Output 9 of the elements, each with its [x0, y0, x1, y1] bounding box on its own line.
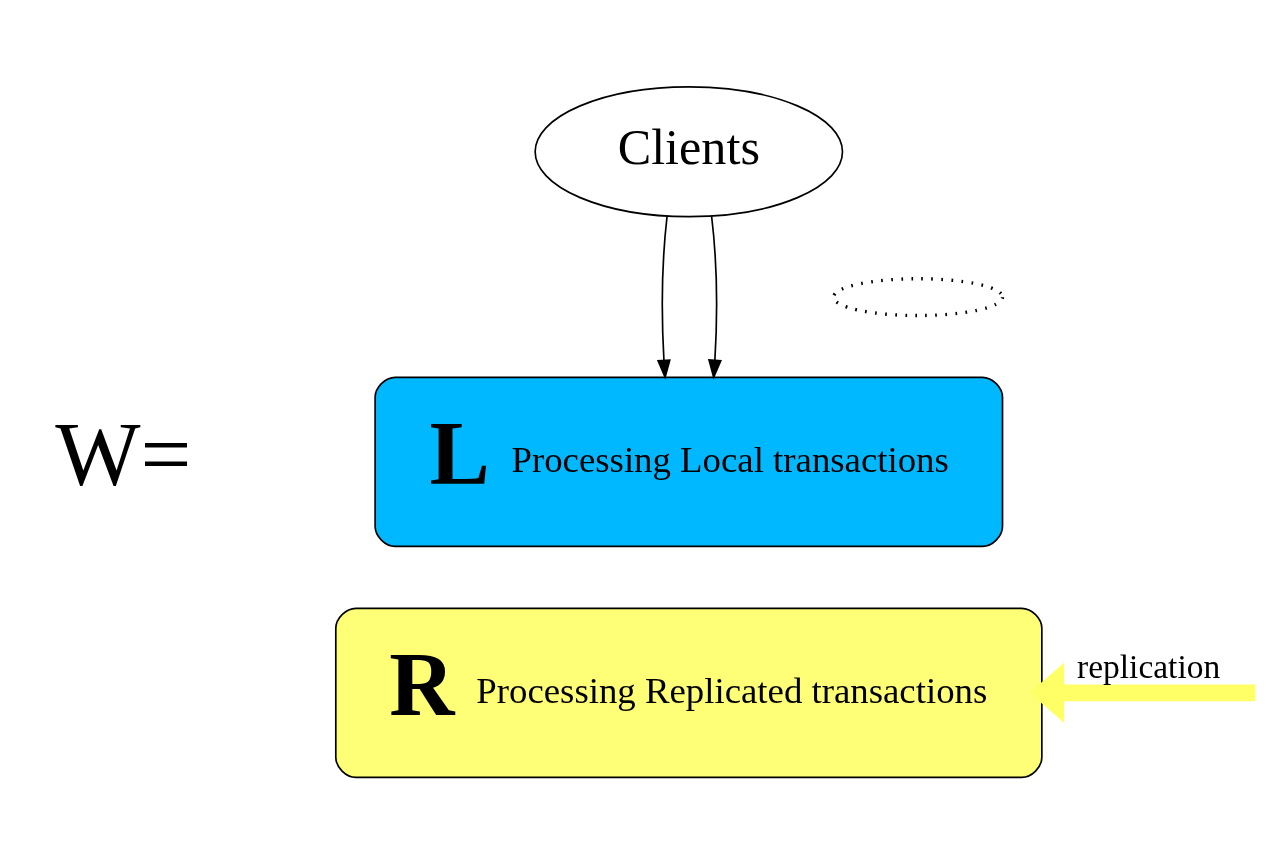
node-ellipse	[831, 277, 1005, 318]
edge-label: replication	[1077, 647, 1221, 685]
node-ellipse: Clients	[534, 86, 844, 218]
node-box: L Processing Local transactions	[374, 376, 1004, 548]
arrow	[707, 215, 722, 380]
label: W=	[55, 403, 192, 505]
arrow	[1029, 662, 1256, 723]
node-box: R Processing Replicated transactions	[334, 607, 1043, 779]
arrow	[656, 215, 671, 380]
